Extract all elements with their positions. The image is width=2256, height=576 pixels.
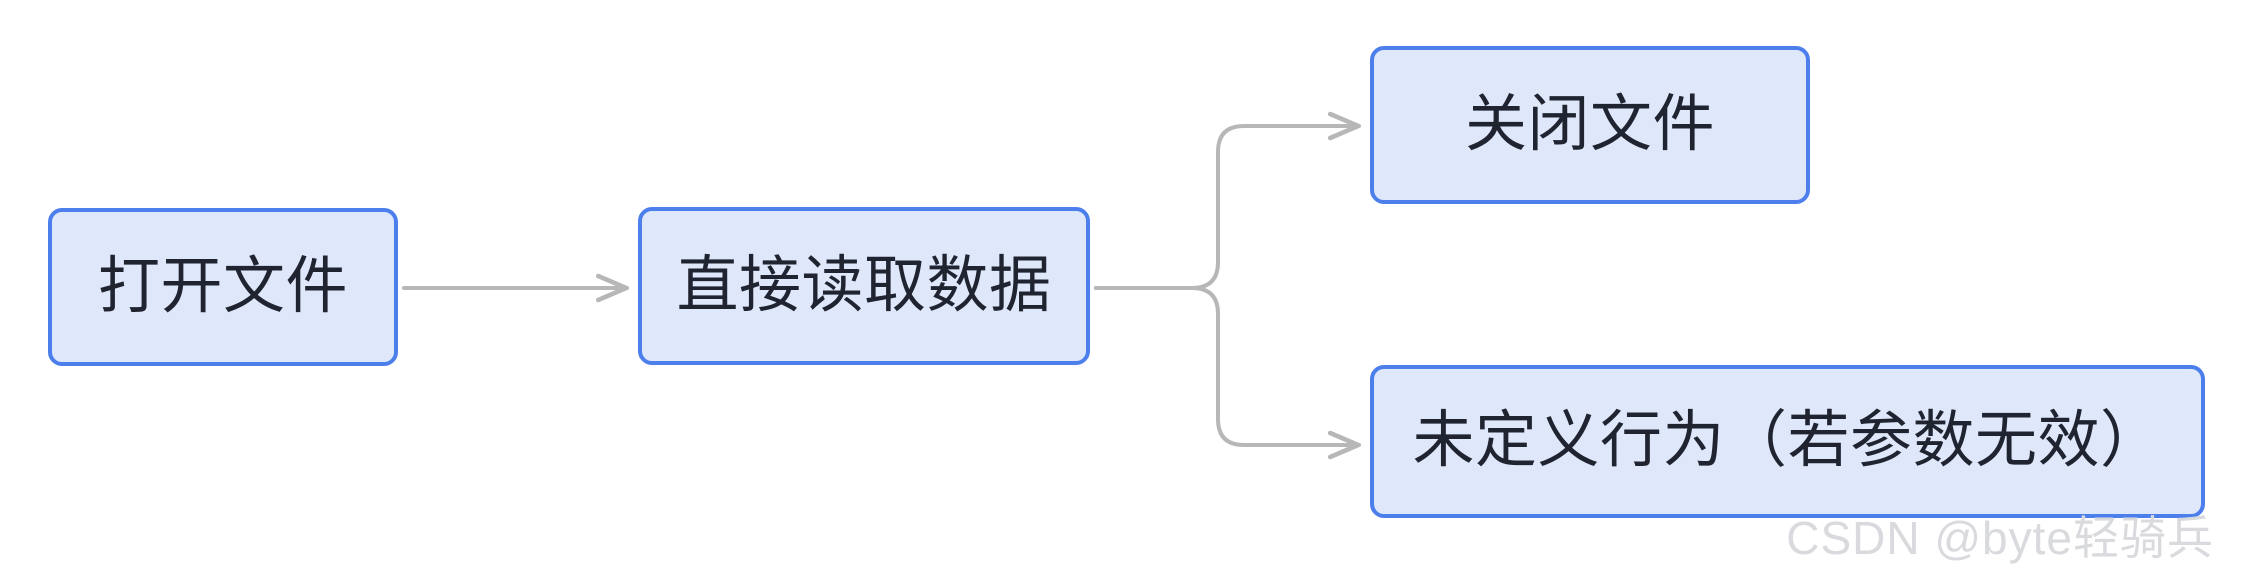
node-read-data-label: 直接读取数据: [676, 250, 1052, 320]
node-close-file[interactable]: 关闭文件: [1370, 46, 1810, 204]
edge-read-data-to-close-file: [1094, 111, 1361, 290]
node-undefined-behavior-label: 未定义行为（若参数无效）: [1412, 406, 2163, 476]
node-open-file-label: 打开文件: [97, 251, 348, 321]
node-undefined-behavior[interactable]: 未定义行为（若参数无效）: [1370, 365, 2205, 518]
node-open-file[interactable]: 打开文件: [48, 208, 398, 366]
node-read-data[interactable]: 直接读取数据: [638, 207, 1090, 365]
edge-read-data-to-undefined-behavior: [1094, 286, 1361, 460]
node-close-file-label: 关闭文件: [1464, 89, 1715, 159]
